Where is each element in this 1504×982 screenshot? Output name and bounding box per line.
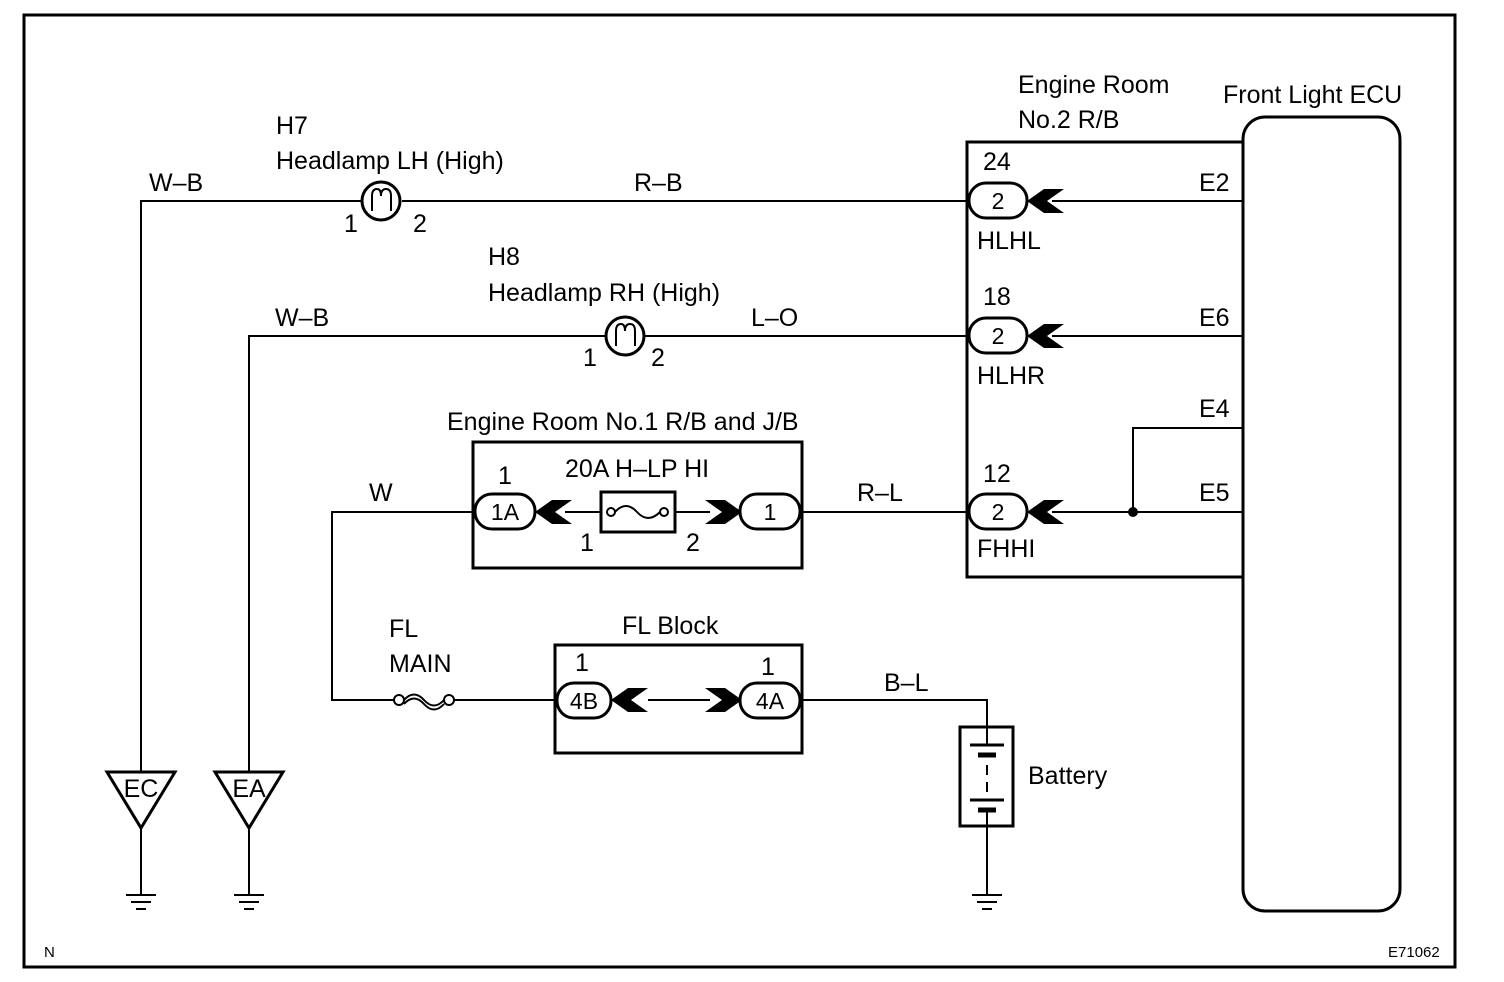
fl-main-fuse-icon-b [403,697,445,711]
ecu-pin-e6: E6 [1199,304,1230,332]
wire-h8-ground [248,335,605,790]
ecu-pin-e4: E4 [1199,395,1230,423]
rb2-num-hlhr: 18 [983,283,1011,311]
rb2-label-line2: No.2 R/B [1018,106,1119,134]
h7-pin1: 1 [344,210,358,238]
fl-left-pin-top: 1 [575,649,589,677]
fl-main-fuse-icon [403,693,445,707]
rb2-num-hlhl: 24 [983,148,1011,176]
bulb-filament-icon [615,322,636,346]
wire-label-h7-ground: W–B [149,169,203,197]
terminal-arrow-icon [1027,189,1064,213]
rb2-pin-hlhr: 2 [992,323,1005,349]
battery-label: Battery [1028,762,1108,790]
fuse-element-icon [614,505,661,519]
wire-label-h8-out: L–O [751,304,798,332]
front-light-ecu [1241,115,1402,913]
ground-ea-label: EA [232,775,266,803]
fl-conn-4a: 4A [756,688,785,714]
h8-code: H8 [488,243,520,271]
wire-label-h8-ground: W–B [275,304,329,332]
diagram-frame [22,13,1457,969]
wire-e4 [1132,427,1243,512]
fl-main-line2: MAIN [389,650,452,678]
wire-label-r-l: R–L [857,479,903,507]
rb2-name-hlhr: HLHR [977,362,1045,390]
terminal-arrow-icon [1027,500,1064,524]
rb1-box [471,440,804,570]
ground-symbol-icon [126,894,156,910]
fl-connector-4b [555,681,613,720]
ecu-pin-e5: E5 [1199,479,1230,507]
terminal-arrow-icon [705,500,742,524]
rb2-label-line1: Engine Room [1018,71,1169,99]
h7-name: Headlamp LH (High) [276,147,504,175]
fuse-pin-left: 1 [580,529,594,557]
junction-dot [1128,507,1138,517]
ground-point-ec [104,770,178,831]
ground-symbol-icon [972,894,1002,910]
wire-label-b-l: B–L [884,669,929,697]
fl-conn-4b: 4B [570,688,598,714]
rb2-name-fhhi: FHHI [977,535,1035,563]
wire-label-w: W [369,479,393,507]
corner-left-mark: N [44,944,55,961]
terminal-arrow-icon [1027,324,1064,348]
fuse-label: 20A H–LP HI [565,455,709,483]
ground-ec-label: EC [124,775,159,803]
ground-point-ea [212,770,286,831]
fuse-terminal-icon [659,507,669,517]
bulb-filament-icon [371,187,392,211]
fuse-pin-right: 2 [686,529,700,557]
rb1-label: Engine Room No.1 R/B and J/B [447,408,799,436]
terminal-arrow-icon [705,688,742,712]
ecu-label: Front Light ECU [1223,81,1402,109]
rb1-in-pin-top: 1 [498,462,512,490]
fl-block-label: FL Block [622,612,719,640]
wire-h7-ground [140,200,361,790]
rb2-num-fhhi: 12 [983,460,1011,488]
rb2-box [965,140,1243,579]
h7-code: H7 [276,112,308,140]
fl-right-pin-top: 1 [761,653,775,681]
rb1-conn-out: 1 [764,499,777,525]
headlamp-rh-bulb-icon [604,315,646,357]
wire-b-l [800,699,988,727]
h8-pin1: 1 [583,344,597,372]
rb2-pin-fhhi: 2 [992,499,1005,525]
headlamp-lh-bulb-icon [360,180,402,222]
terminal-arrow-icon [535,500,572,524]
ecu-pin-e2: E2 [1199,169,1230,197]
h8-name: Headlamp RH (High) [488,279,720,307]
h8-pin2: 2 [651,344,665,372]
rb2-name-hlhl: HLHL [977,227,1041,255]
figure-code: E71062 [1388,944,1440,961]
fl-main-terminal-icon [443,694,455,706]
fl-main-line1: FL [389,615,418,643]
ground-symbol-icon [234,894,264,910]
wire-w-main [331,511,475,701]
fuse-terminal-icon [606,507,616,517]
rb1-conn-1a: 1A [491,499,520,525]
fl-main-terminal-icon [393,694,405,706]
h7-pin2: 2 [413,210,427,238]
wire-label-h7-out: R–B [634,169,683,197]
terminal-arrow-icon [611,688,648,712]
rb2-pin-hlhl: 2 [992,188,1005,214]
